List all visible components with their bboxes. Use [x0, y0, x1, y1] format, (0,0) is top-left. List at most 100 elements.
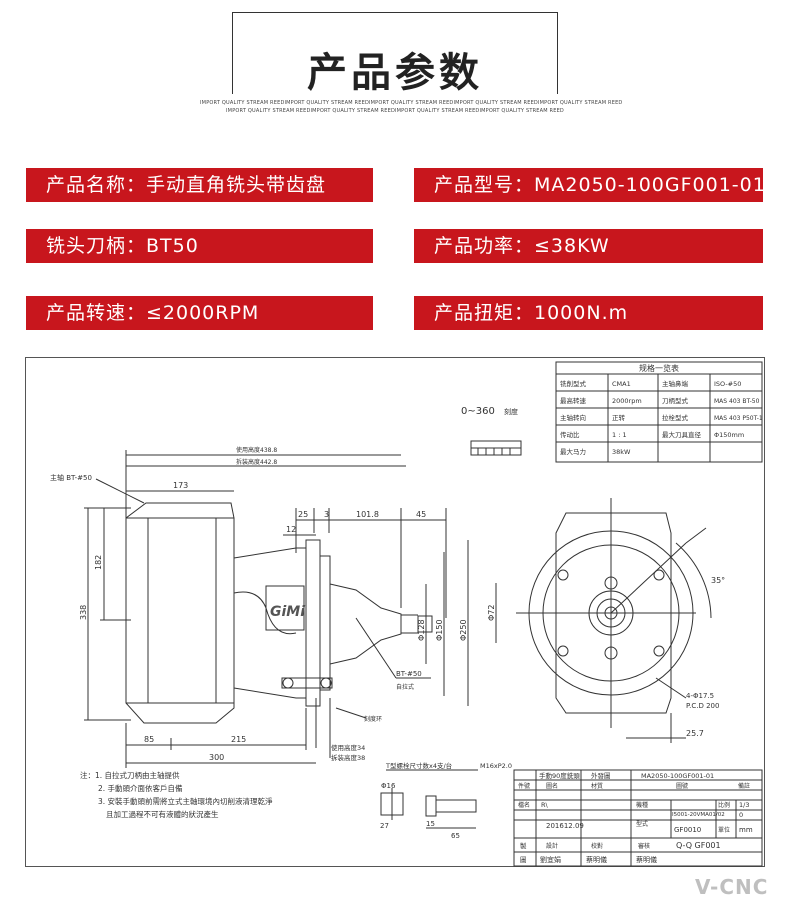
- dim-65: 65: [451, 832, 460, 840]
- tb-person-1: 劉宜娟: [540, 855, 561, 864]
- bt-label: 主轴 BT-#50: [50, 473, 92, 482]
- front-view: Φ72 35° 4-Φ17.5 P.C.D 200 25.7: [487, 498, 725, 743]
- dim-use-height: 使用高度438.8: [236, 446, 277, 454]
- angle-scale: 0~360 刻度: [461, 406, 522, 456]
- spec-cell: 最高转速: [560, 396, 587, 405]
- dim-300: 300: [209, 753, 224, 762]
- tbolt-thread: M16xP2.0: [480, 762, 512, 770]
- tb-h-part: 件號: [518, 782, 530, 790]
- tb-name-label: 檔名: [518, 801, 530, 809]
- technical-drawing: 规格一览表 铣削型式 CMA1 主轴鼻端 ISO-#50 最高转速 2000rp…: [25, 357, 765, 867]
- tb-unit-label: 單位: [718, 826, 730, 834]
- dim-holes: 4-Φ17.5: [686, 692, 714, 700]
- spec-cell: 铣削型式: [560, 379, 587, 388]
- tb-unit-value: mm: [739, 826, 753, 834]
- bottom-dimensions: 85 215 300: [125, 708, 316, 768]
- tb-design: 設計: [546, 842, 558, 850]
- spec-cell: 1 : 1: [612, 431, 627, 439]
- dim-150: Φ150: [435, 619, 444, 641]
- dim-12: 12: [286, 525, 296, 534]
- spec-cell: Φ150mm: [714, 431, 744, 439]
- t-bolt-detail: T型螺栓尺寸数x4支/台 M16xP2.0 Φ16 27 15 65: [380, 761, 512, 840]
- spec-cell: MAS 403 P50T-1: [714, 415, 763, 422]
- spec-product-model: 产品型号：MA2050-100GF001-01: [414, 168, 765, 202]
- tb-date: 201612.09: [546, 822, 584, 830]
- dim-338: 338: [79, 605, 88, 620]
- title-block: 手動90度銑頭 外發圖 MA2050-100GF001-01 件號 圖名 材質 …: [513, 769, 763, 867]
- spec-cell: ISO-#50: [714, 380, 741, 388]
- tb-person-3: 蔡明儀: [636, 855, 657, 864]
- tb-model-value: GF0010: [674, 826, 701, 834]
- dim-182: 182: [94, 555, 103, 570]
- spec-cell: 传动比: [560, 430, 580, 439]
- subtitle-line-2: IMPORT QUALITY STREAM REEDIMPORT QUALITY…: [226, 108, 564, 114]
- note-4: 且加工過程不可有液體的狀況產生: [106, 809, 219, 819]
- spec-cell: 主轴鼻端: [662, 379, 689, 388]
- angle-range: 0~360: [461, 406, 495, 417]
- tb-scale-value: 1/3: [739, 801, 749, 809]
- tb-approve: 審核: [638, 842, 650, 850]
- spec-cell: 38kW: [612, 448, 631, 456]
- tb-code: Q-Q GF001: [676, 841, 721, 850]
- dim-15: 15: [426, 820, 435, 828]
- dim-27: 27: [380, 822, 389, 830]
- spec-speed: 产品转速：≤2000RPM: [26, 296, 373, 330]
- dim-215: 215: [231, 735, 246, 744]
- note-2: 2. 手動頭介面依客戶自備: [98, 783, 183, 793]
- note-1: 注：1. 自拉式刀柄由主轴提供: [80, 770, 180, 780]
- dim-height-34: 使用高度34: [331, 743, 365, 752]
- spec-cell: 最大刀具直径: [662, 430, 702, 439]
- dim-3: 3: [324, 510, 329, 519]
- spec-cell: 正转: [612, 413, 626, 422]
- dim-45: 45: [416, 510, 426, 519]
- spec-cell: 最大马力: [560, 447, 586, 456]
- top-dimensions: 使用高度438.8 拆装高度442.8 173 主轴 BT-#50 25 3 1…: [50, 446, 447, 658]
- tb-qty: 0: [739, 811, 743, 819]
- tb-model-label: 型式: [636, 820, 648, 828]
- tb-machine-label: 機種: [636, 801, 648, 809]
- callout-bt50: BT-#50: [396, 670, 422, 678]
- tb-assembly: 外發圖: [591, 771, 611, 780]
- notes: 注：1. 自拉式刀柄由主轴提供 2. 手動頭介面依客戶自備 3. 安裝手動頭前需…: [80, 770, 273, 819]
- dim-pcd: P.C.D 200: [686, 702, 719, 710]
- dim-128: Φ128: [417, 619, 426, 641]
- dim-173: 173: [173, 481, 188, 490]
- spec-table-title: 规格一览表: [639, 363, 679, 373]
- dim-35-deg: 35°: [711, 576, 725, 585]
- tb-h-remark: 備註: [738, 782, 750, 790]
- callout-ring: 刻度环: [364, 715, 382, 723]
- spec-table: 规格一览表 铣削型式 CMA1 主轴鼻端 ISO-#50 最高转速 2000rp…: [555, 361, 763, 463]
- dim-16: Φ16: [381, 782, 396, 790]
- spec-cell: MAS 403 BT-50: [714, 398, 760, 405]
- dim-85: 85: [144, 735, 154, 744]
- page-title: 产品参数: [307, 50, 483, 96]
- callouts: BT-#50 自拉式 刻度环 使用高度34 拆装高度38: [315, 617, 431, 762]
- brand-watermark: V-CNC: [695, 875, 769, 899]
- tb-check: 校對: [591, 842, 603, 850]
- tb-h-drawing: 圖號: [676, 782, 688, 790]
- spec-cell: 刀柄型式: [662, 396, 689, 405]
- dim-25-7: 25.7: [686, 729, 704, 738]
- tb-h-material: 材質: [591, 782, 603, 790]
- dim-25: 25: [298, 510, 308, 519]
- dim-250: Φ250: [459, 619, 468, 641]
- tb-part-name: 手動90度銑頭: [539, 771, 580, 780]
- spec-cell: CMA1: [612, 380, 631, 388]
- angle-label: 刻度: [504, 407, 518, 416]
- logo: GiMi: [270, 604, 305, 620]
- dim-101-8: 101.8: [356, 510, 379, 519]
- spec-cell: 拉栓型式: [662, 413, 689, 422]
- tb-drawing-no: MA2050-100GF001-01: [641, 772, 714, 780]
- tb-machine-value: I5001-20VMA01/02: [672, 812, 725, 818]
- drawing-svg: 规格一览表 铣削型式 CMA1 主轴鼻端 ISO-#50 最高转速 2000rp…: [50, 361, 763, 867]
- note-3: 3. 安裝手動頭前需將立式主軸環境內切削液清理乾淨: [98, 796, 273, 806]
- tbolt-label: T型螺栓尺寸数x4支/台: [385, 761, 452, 770]
- spec-cell: 主轴转向: [560, 413, 586, 422]
- left-dimensions: 182 338: [79, 507, 131, 721]
- subtitle-line-1: IMPORT QUALITY STREAM REEDIMPORT QUALITY…: [200, 100, 623, 106]
- dim-height-38: 拆装高度38: [331, 753, 365, 762]
- spec-tool-holder: 铣头刀柄：BT50: [26, 229, 373, 263]
- spec-torque: 产品扭矩：1000N.m: [414, 296, 763, 330]
- side-view: GiMi: [125, 502, 433, 724]
- tb-made: 製: [520, 841, 527, 850]
